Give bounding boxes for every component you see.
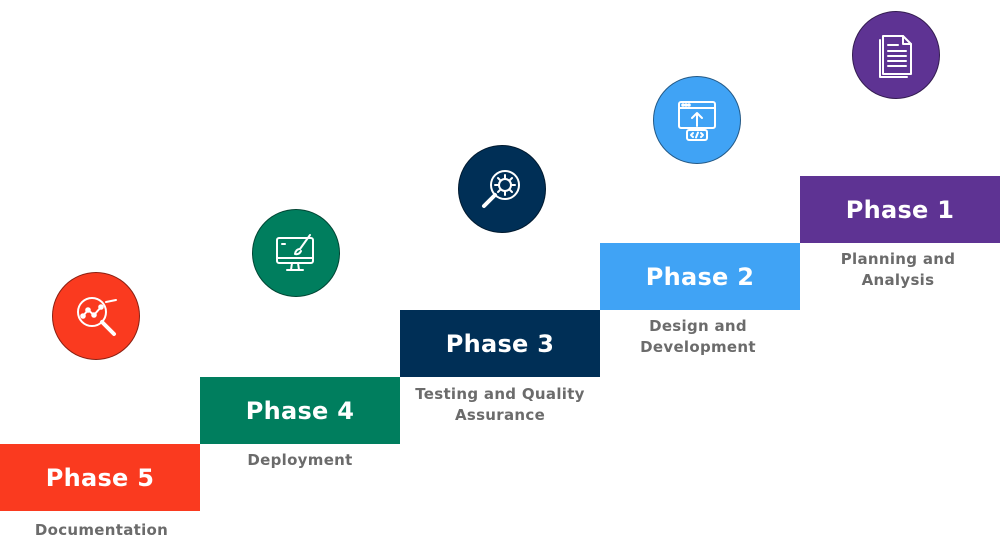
phase-2-description: Design and Development: [598, 316, 798, 358]
phase-1-label: Phase 1: [845, 195, 955, 224]
phase-5-icon-circle: [52, 272, 140, 360]
phase-3-icon-circle: [458, 145, 546, 233]
phase-5-step: Phase 5: [0, 444, 200, 511]
code-upload-window-icon: [678, 101, 716, 141]
phase-4-description: Deployment: [200, 450, 400, 471]
phase-2-description-line2: Development: [640, 338, 756, 356]
phase-5-description-line1: Documentation: [34, 521, 169, 539]
phase-2-description-line1: Design and: [649, 317, 747, 335]
phase-4-description-line1: Deployment: [247, 451, 353, 469]
phase-2-label: Phase 2: [645, 262, 755, 291]
magnifier-chart-icon: [77, 297, 117, 336]
phase-5-description: Documentation: [0, 520, 203, 541]
magnifier-gear-icon: [482, 170, 520, 208]
phase-1-description-line1: Planning and: [840, 250, 956, 268]
phase-4-label: Phase 4: [245, 396, 355, 425]
phase-1-step: Phase 1: [800, 176, 1000, 243]
phase-3-description-line2: Assurance: [454, 406, 546, 424]
phase-2-icon-circle: [653, 76, 741, 164]
phase-4-step: Phase 4: [200, 377, 400, 444]
phase-3-description-line1: Testing and Quality: [415, 385, 585, 403]
phase-4-icon-circle: [252, 209, 340, 297]
phase-3-label: Phase 3: [445, 329, 555, 358]
document-icon: [879, 35, 912, 78]
monitor-brush-icon: [276, 234, 314, 271]
phase-1-icon-circle: [852, 11, 940, 99]
phase-2-step: Phase 2: [600, 243, 800, 310]
phase-5-label: Phase 5: [45, 463, 155, 492]
phase-1-description: Planning and Analysis: [798, 249, 998, 291]
phase-3-description: Testing and Quality Assurance: [400, 384, 600, 426]
phase-1-description-line2: Analysis: [861, 271, 935, 289]
phase-3-step: Phase 3: [400, 310, 600, 377]
